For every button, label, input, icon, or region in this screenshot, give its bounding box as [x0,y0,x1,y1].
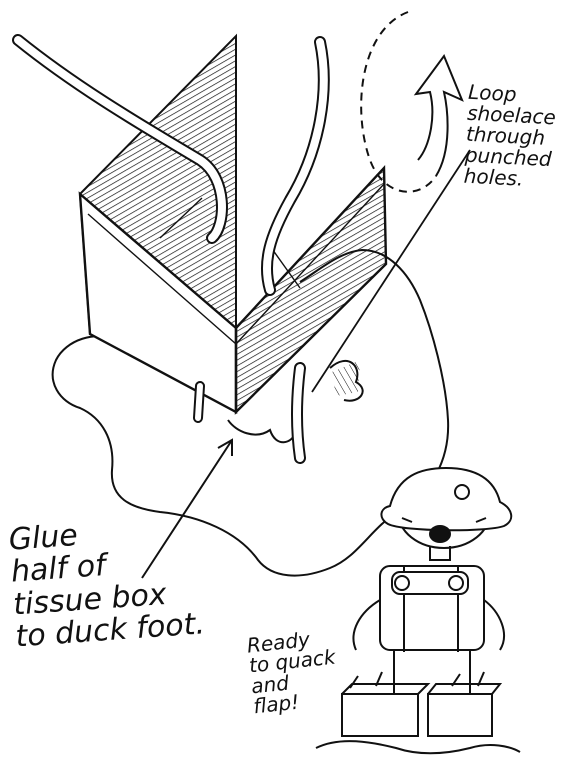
ready-caption: Ready to quack and flap! [246,627,341,717]
glue-tissue-box-caption: Glue half of tissue box to duck foot. [8,512,206,654]
tissue-box-half [80,36,386,412]
loop-shoelace-caption: Loop shoelace through punched holes. [463,82,557,192]
tissue-shading [332,360,360,396]
beaver-ranger-icon [316,468,520,753]
curved-up-arrow-icon [361,12,462,192]
